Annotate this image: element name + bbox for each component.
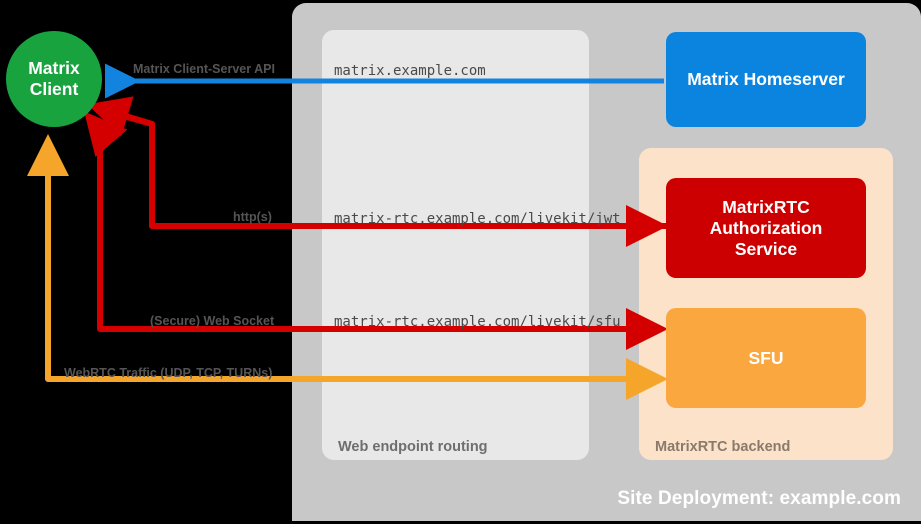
client-label-line1: Matrix bbox=[28, 58, 80, 79]
route-label-livekit-sfu: matrix-rtc.example.com/livekit/sfu bbox=[334, 314, 621, 330]
route-label-livekit-jwt: matrix-rtc.example.com/livekit/jwt bbox=[334, 211, 621, 227]
auth-label-line1: MatrixRTC bbox=[722, 196, 810, 217]
auth-label-line2: Authorization bbox=[709, 217, 823, 238]
node-matrix-client[interactable]: Matrix Client bbox=[6, 31, 102, 127]
backend-panel-caption: MatrixRTC backend bbox=[655, 439, 791, 455]
wire-websocket-return bbox=[84, 111, 200, 332]
web-endpoint-routing-panel bbox=[322, 30, 589, 460]
wire-https-arrowhead bbox=[87, 96, 160, 229]
sfu-label: SFU bbox=[748, 347, 784, 368]
label-client-server-api: Matrix Client-Server API bbox=[133, 62, 275, 76]
auth-label-line3: Service bbox=[734, 238, 798, 259]
site-deployment-title: Site Deployment: example.com bbox=[617, 488, 901, 509]
client-label-line2: Client bbox=[29, 79, 79, 99]
label-websocket: (Secure) Web Socket bbox=[150, 314, 275, 328]
routing-panel-caption: Web endpoint routing bbox=[338, 439, 488, 455]
node-sfu[interactable]: SFU bbox=[666, 308, 866, 408]
label-https: http(s) bbox=[233, 210, 272, 224]
homeserver-label: Matrix Homeserver bbox=[687, 69, 845, 89]
node-matrixrtc-authorization-service[interactable]: MatrixRTC Authorization Service bbox=[666, 178, 866, 278]
route-label-matrix: matrix.example.com bbox=[334, 63, 486, 79]
label-webrtc-traffic: WebRTC Traffic (UDP, TCP, TURNs) bbox=[64, 366, 273, 380]
node-matrix-homeserver[interactable]: Matrix Homeserver bbox=[666, 32, 866, 127]
